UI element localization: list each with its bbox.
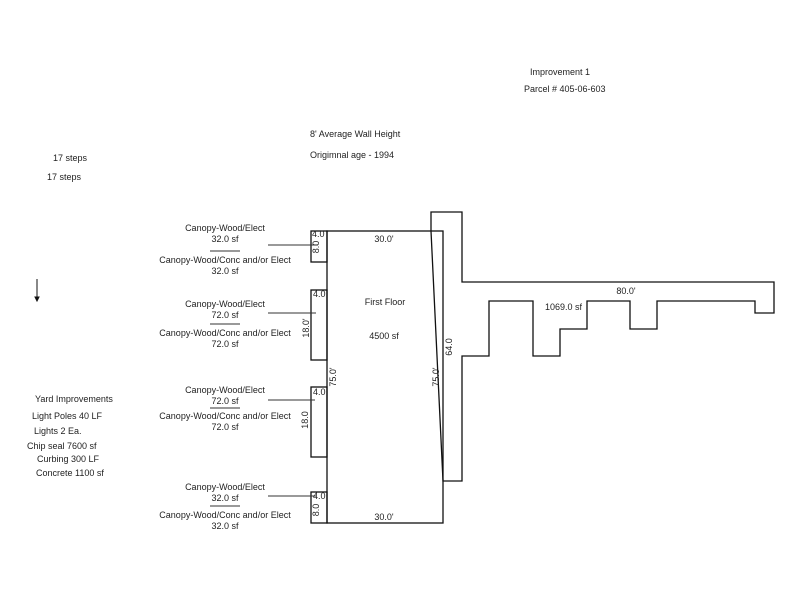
parcel-label: Parcel # 405-06-603: [524, 84, 606, 94]
canopy-width: 4.0: [313, 289, 326, 299]
canopy-label: Canopy-Wood/Conc and/or Elect: [159, 255, 291, 265]
canopy-area: 32.0 sf: [211, 234, 239, 244]
canopy-outline-2: [310, 289, 328, 361]
canopy-area: 72.0 sf: [211, 310, 239, 320]
yard-item: Lights 2 Ea.: [34, 426, 82, 436]
yard-item: Concrete 1100 sf: [36, 468, 104, 478]
canopy-label: Canopy-Wood/Conc and/or Elect: [159, 510, 291, 520]
canopy-area: 32.0 sf: [211, 521, 239, 531]
canopy-width: 4.0: [312, 229, 325, 239]
main-building-outline: [326, 230, 444, 524]
canopy-area: 32.0 sf: [211, 266, 239, 276]
canopy-label: Canopy-Wood/Conc and/or Elect: [159, 411, 291, 421]
canopy-depth: 18.0: [300, 411, 310, 429]
yard-item: Curbing 300 LF: [37, 454, 100, 464]
wall-height-label: 8' Average Wall Height: [310, 129, 401, 139]
dim-bottom: 30.0': [374, 512, 394, 522]
canopy-label: Canopy-Wood/Elect: [185, 385, 265, 395]
yard-item: Light Poles 40 LF: [32, 411, 103, 421]
canopy-label: Canopy-Wood/Elect: [185, 482, 265, 492]
dim-left: 75.0': [328, 367, 338, 387]
canopy-depth: 8.0: [311, 503, 321, 517]
main-floor-label: First Floor: [364, 297, 406, 307]
canopy-outline-1: [310, 230, 328, 263]
canopy-outline-3: [310, 386, 328, 458]
addition-area: 1069.0 sf: [545, 302, 583, 312]
addition-outline: [430, 211, 775, 482]
age-label: Origimnal age - 1994: [310, 150, 395, 160]
canopy-width: 4.0: [313, 491, 326, 501]
canopy-area: 32.0 sf: [211, 493, 239, 503]
steps-label: 17 steps: [53, 153, 88, 163]
canopy-area: 72.0 sf: [211, 339, 239, 349]
main-floor-area: 4500 sf: [369, 331, 399, 341]
canopy-label: Canopy-Wood/Elect: [185, 223, 265, 233]
canopy-label: Canopy-Wood/Elect: [185, 299, 265, 309]
canopy-label: Canopy-Wood/Conc and/or Elect: [159, 328, 291, 338]
arrow-icon: [34, 279, 40, 303]
canopy-area: 72.0 sf: [211, 396, 239, 406]
addition-length: 80.0': [616, 286, 636, 296]
dim-top: 30.0': [374, 234, 394, 244]
canopy-depth: 18.0': [301, 318, 311, 338]
canopy-depth: 8.0: [311, 240, 321, 254]
improvement-label: Improvement 1: [530, 67, 591, 77]
canopy-area: 72.0 sf: [211, 422, 239, 432]
steps-label: 17 steps: [47, 172, 82, 182]
addition-height: 64.0: [444, 338, 454, 356]
canopy-outline-4: [310, 491, 328, 524]
yard-title: Yard Improvements: [35, 394, 113, 404]
dim-right: 75.0': [431, 367, 441, 387]
yard-item: Chip seal 7600 sf: [27, 441, 97, 451]
canopy-width: 4.0: [313, 387, 326, 397]
